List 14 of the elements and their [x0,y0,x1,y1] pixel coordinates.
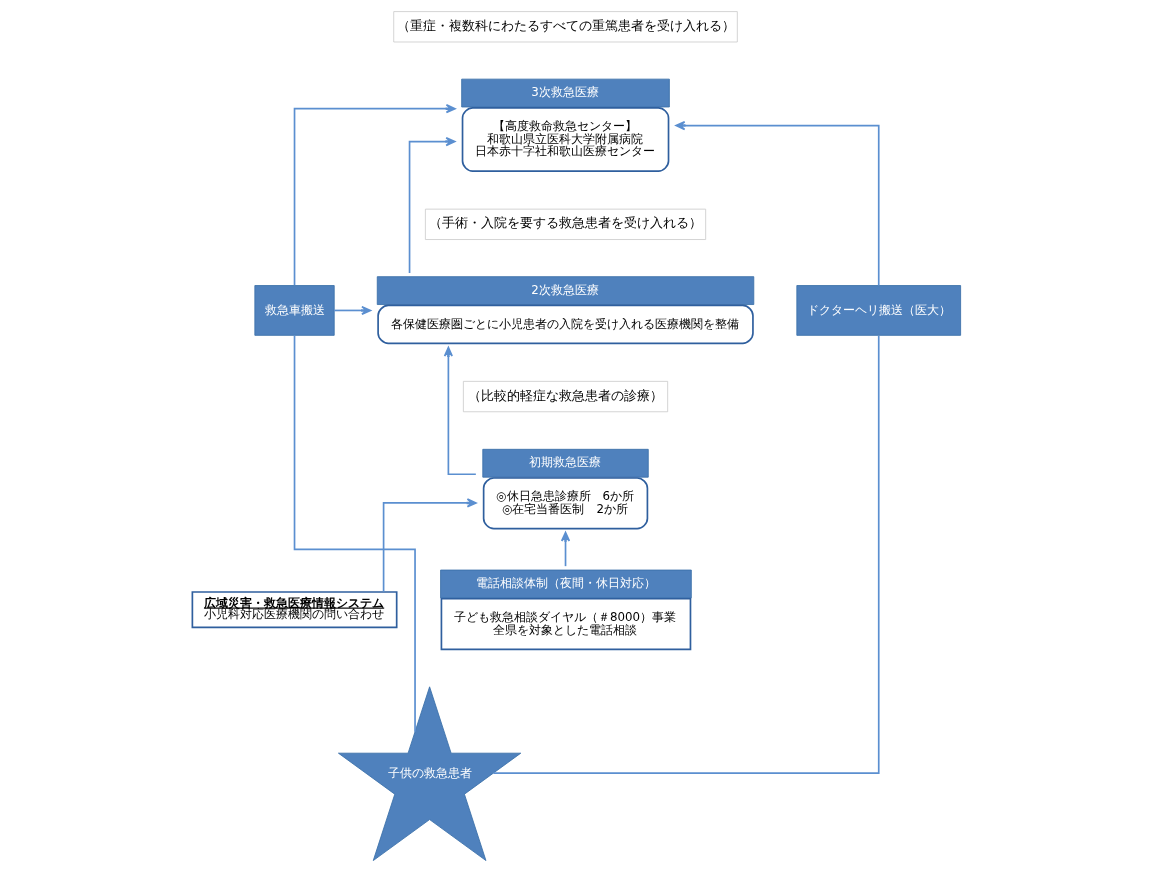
node-label: （比較的軽症な救急患者の診療） [468,387,664,403]
node-label: （手術・入院を要する救急患者を受け入れる） [429,215,703,231]
arrow [293,104,456,287]
arrow [560,531,571,567]
arrow [408,136,456,274]
arrow [333,305,372,316]
node-box: ドクターヘリ搬送（医大） [796,285,962,336]
connector [492,334,880,774]
node-label: （重症・複数科にわたるすべての重篤患者を受け入れる） [396,17,735,33]
connector [293,334,416,733]
arrow [675,120,880,287]
node-box: 救急車搬送 [254,285,335,336]
node-box: 広域災害・救急医療情報システム 小児科対応医療機関の問い合わせ [191,591,398,629]
arrow [382,498,477,593]
